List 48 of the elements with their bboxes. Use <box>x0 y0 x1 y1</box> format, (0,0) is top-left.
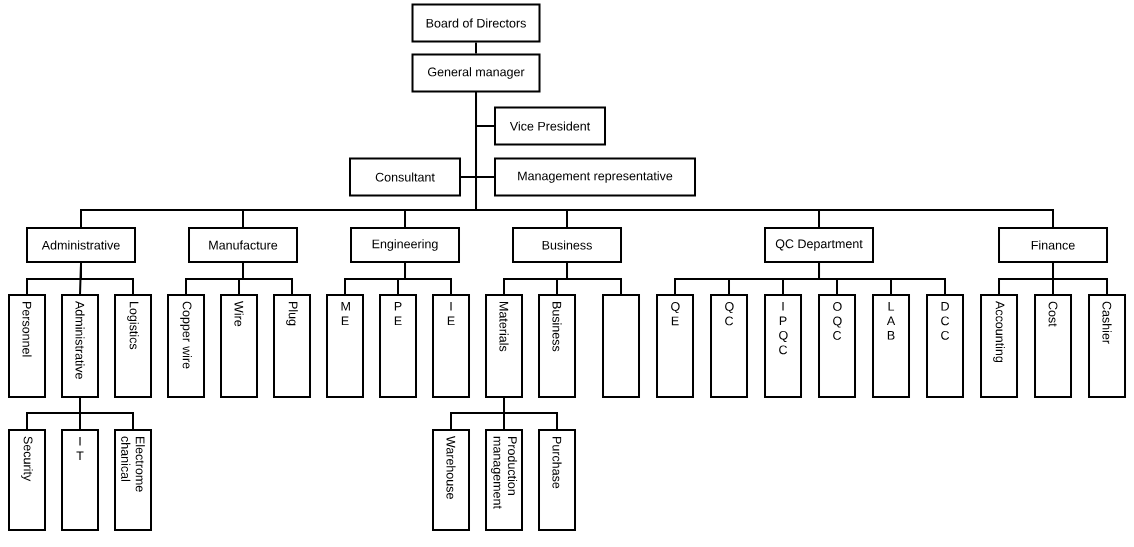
connector-line <box>80 262 134 295</box>
unit-box: I E <box>432 294 470 398</box>
unit-box: Copper wire <box>167 294 205 398</box>
unit-box: Plug <box>273 294 311 398</box>
unit-box: Engineering <box>350 227 460 263</box>
connector-line <box>404 262 452 295</box>
connector-line <box>475 41 477 55</box>
unit-box: Wire <box>220 294 258 398</box>
unit-box: D C C <box>926 294 964 398</box>
unit-box: Manufacture <box>188 227 298 263</box>
unit-box: Board of Directors <box>411 3 541 43</box>
unit-box: Management representative <box>494 157 696 197</box>
unit-box: M E <box>326 294 364 398</box>
unit-box: Purchase <box>538 429 576 531</box>
unit-box: Business <box>538 294 576 398</box>
connector-line <box>475 91 1054 228</box>
unit-box: I P Q C <box>764 294 802 398</box>
unit-box: Administrative <box>26 227 136 263</box>
unit-box: L A B <box>872 294 910 398</box>
unit-box: Cost <box>1034 294 1072 398</box>
unit-box: Finance <box>998 227 1108 263</box>
unit-box: Production management <box>485 429 523 531</box>
unit-box: Warehouse <box>432 429 470 531</box>
connector-line <box>242 262 293 295</box>
unit-box: P E <box>379 294 417 398</box>
unit-box: Logistics <box>114 294 152 398</box>
unit-box: Business <box>512 227 622 263</box>
unit-box: Vice President <box>494 106 606 146</box>
connector-line <box>79 397 134 430</box>
unit-box: O Q C <box>818 294 856 398</box>
unit-box: Consultant <box>349 157 461 197</box>
unit-box: General manager <box>411 53 541 93</box>
unit-box: Q C <box>710 294 748 398</box>
connector-line <box>566 262 622 295</box>
unit-box: Accounting <box>980 294 1018 398</box>
unit-box: I T <box>61 429 99 531</box>
unit-box: Electrome chanical <box>114 429 152 531</box>
unit-box: Personnel <box>8 294 46 398</box>
connector-line <box>1052 262 1108 295</box>
unit-box: Security <box>8 429 46 531</box>
connector-line <box>503 397 558 430</box>
unit-box: Cashier <box>1088 294 1126 398</box>
unit-box: Administrative <box>61 294 99 398</box>
connector-line <box>818 262 946 295</box>
unit-box: Q E <box>656 294 694 398</box>
unit-box: QC Department <box>764 227 874 263</box>
empty-box <box>602 294 640 398</box>
unit-box: Materials <box>485 294 523 398</box>
